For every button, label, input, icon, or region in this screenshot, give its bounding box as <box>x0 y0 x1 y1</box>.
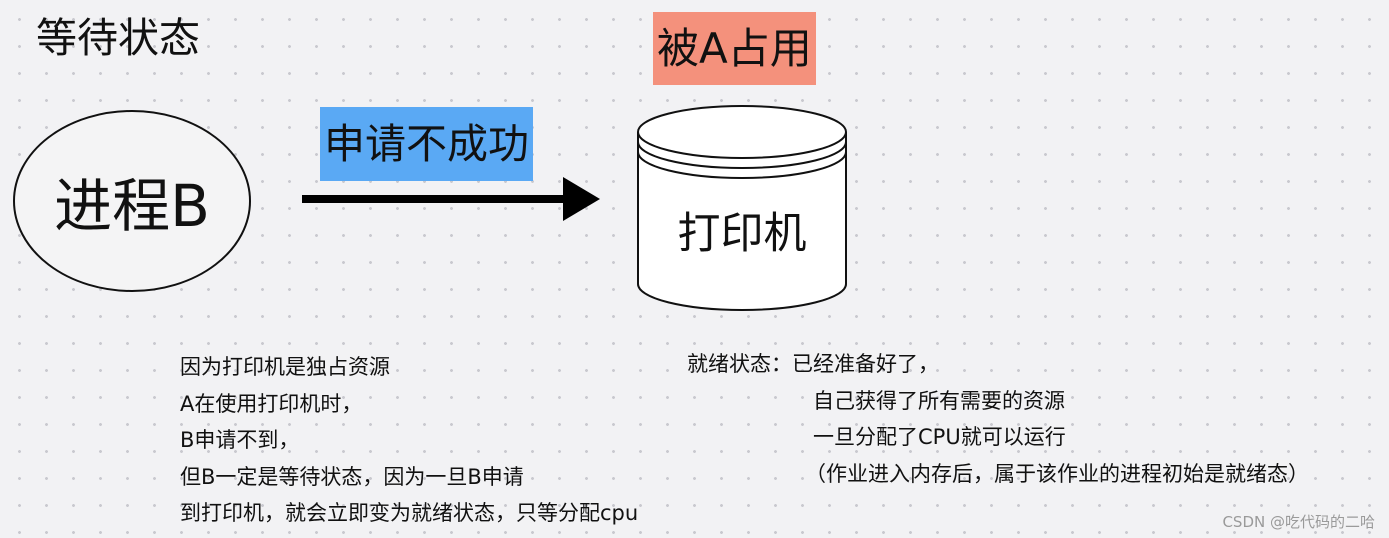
explanation-line: 但B一定是等待状态，因为一旦B申请 <box>180 464 524 489</box>
printer-cylinder <box>637 105 847 311</box>
explanation-line: 到打印机，就会立即变为就绪状态，只等分配cpu <box>180 501 639 525</box>
process-ellipse <box>13 110 251 292</box>
ready-state-line: 一旦分配了CPU就可以运行 <box>813 425 1066 449</box>
watermark: CSDN @吃代码的二哈 <box>1222 513 1375 531</box>
explanation-line: A在使用打印机时， <box>180 391 363 416</box>
printer-label: 打印机 <box>677 209 807 259</box>
request-arrow-head <box>563 177 600 221</box>
ready-state-line: （作业进入内存后，属于该作业的进程初始是就绪态） <box>805 461 1309 486</box>
request-status-label: 申请不成功 <box>320 107 533 181</box>
resource-status-label: 被A占用 <box>653 12 816 85</box>
waiting-explanation: 因为打印机是独占资源 A在使用打印机时， B申请不到， 但B一定是等待状态，因为… <box>180 349 638 532</box>
explanation-line: B申请不到， <box>180 428 300 452</box>
process-label: 进程B <box>54 172 210 240</box>
ready-state-line: 自己获得了所有需要的资源 <box>813 388 1065 413</box>
ready-state-note: 就绪状态：已经准备好了， 自己获得了所有需要的资源 一旦分配了CPU就可以运行 … <box>687 346 1309 492</box>
diagram-title: 等待状态 <box>36 14 200 62</box>
explanation-line: 因为打印机是独占资源 <box>180 355 390 379</box>
ready-state-heading: 就绪状态：已经准备好了， <box>687 352 939 376</box>
